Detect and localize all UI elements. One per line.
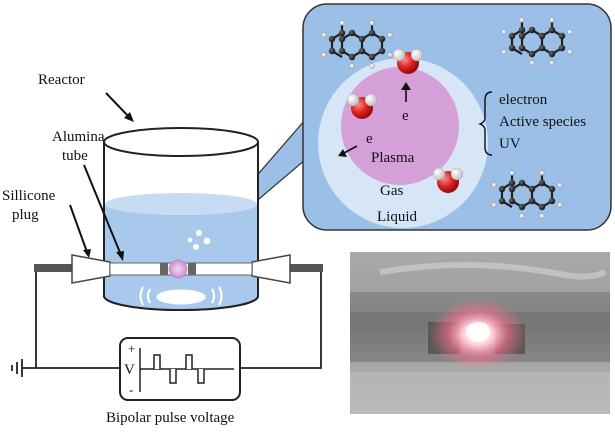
alumina-label-line1: Alumina — [52, 129, 105, 145]
voltage-symbol: V — [124, 362, 135, 378]
electron-symbol-top: e — [402, 108, 409, 124]
left-electrode — [34, 264, 74, 272]
stir-bar-icon — [156, 289, 206, 305]
reactor-rim — [103, 127, 259, 157]
photo-content — [350, 252, 610, 414]
plasma-discharge-photo — [350, 252, 610, 414]
product-electron: electron — [499, 92, 548, 108]
reactor-arrow — [105, 92, 134, 122]
polarity-plus: + — [128, 341, 135, 356]
bubble-icon — [196, 230, 202, 236]
right-electrode — [289, 264, 323, 272]
plasma-inset-callout: Plasma Gas Liquid e e electron Active sp… — [174, 3, 612, 271]
silicone-label-line1: Sillicone — [2, 188, 56, 204]
inner-electrode-left — [160, 263, 168, 275]
plasma-label: Plasma — [371, 150, 415, 166]
gas-label: Gas — [380, 183, 403, 199]
electron-arrow-up — [401, 82, 411, 102]
reactor-liquid — [105, 204, 257, 310]
alumina-arrow — [83, 164, 124, 261]
products-brace — [478, 91, 493, 156]
circuit-wiring — [22, 272, 322, 369]
reactor-label: Reactor — [38, 72, 85, 88]
discharge-tube-assembly — [34, 254, 323, 284]
alumina-label-line2: tube — [62, 148, 88, 164]
bubble-icon — [203, 237, 211, 245]
pulse-waveform-icon — [153, 354, 205, 384]
plasma-core — [341, 67, 459, 185]
right-silicone-plug — [251, 254, 291, 284]
silicone-arrow — [69, 204, 91, 258]
electron-arrow-left — [338, 145, 358, 157]
liquid-label: Liquid — [377, 209, 417, 225]
bubble-icon — [187, 237, 193, 243]
bipolar-pulse-power-supply: + V - — [119, 337, 241, 401]
polarity-minus: - — [129, 382, 133, 397]
ground-symbol-icon — [11, 359, 23, 377]
stirring-waves-icon — [139, 286, 223, 306]
liquid-surface — [105, 193, 257, 215]
electron-symbol-left: e — [366, 131, 373, 147]
product-uv: UV — [499, 136, 521, 152]
voltage-caption: Bipolar pulse voltage — [106, 410, 235, 426]
plasma-spot — [168, 259, 188, 279]
inner-electrode-right — [188, 263, 196, 275]
product-active-species: Active species — [499, 114, 586, 130]
silicone-label-line2: plug — [12, 207, 39, 223]
bubble-icon — [193, 244, 199, 250]
reactor-vessel — [103, 127, 259, 311]
left-silicone-plug — [71, 254, 111, 284]
